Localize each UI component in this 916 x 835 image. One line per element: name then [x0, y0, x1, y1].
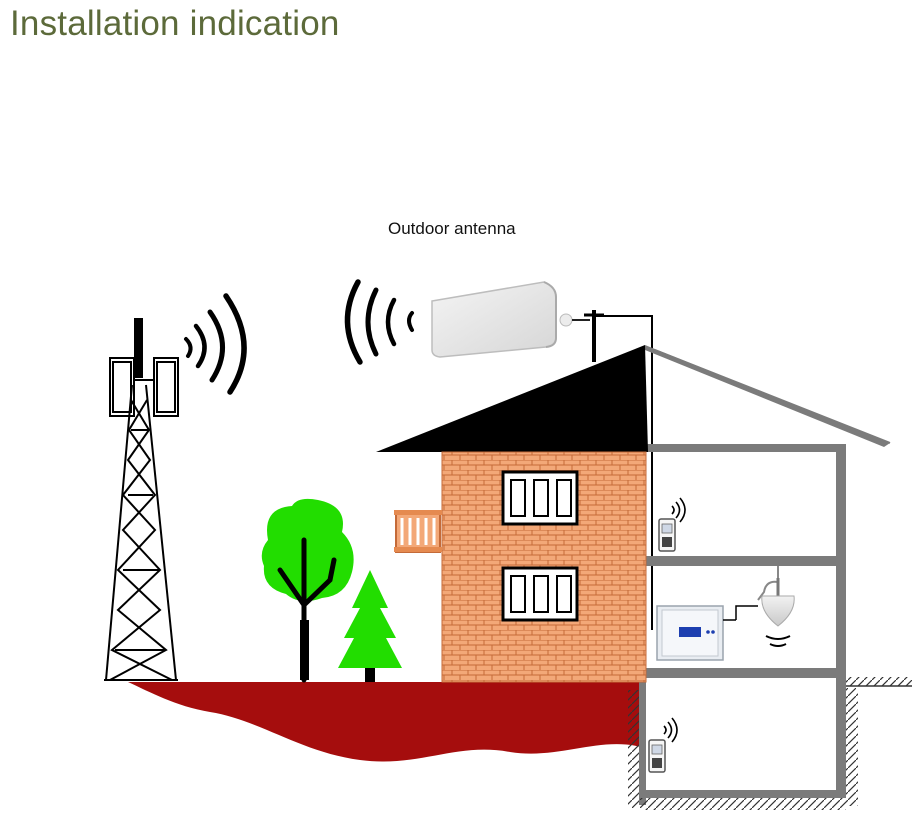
phone-icon — [648, 717, 678, 773]
signal-booster-icon — [656, 605, 758, 661]
tree-icon — [261, 498, 354, 683]
page-title: Installation indication — [10, 4, 340, 43]
ground — [128, 682, 645, 762]
house-interior — [628, 345, 912, 810]
roof — [376, 345, 648, 452]
phone-icon — [658, 497, 686, 552]
cell-tower-icon — [104, 318, 179, 681]
signal-wave-icon — [184, 293, 247, 395]
brick-house — [441, 451, 647, 683]
window-icon — [501, 566, 579, 622]
panel-antenna-icon — [431, 281, 590, 358]
ceiling-antenna-icon — [757, 566, 795, 647]
balcony-icon — [394, 510, 442, 553]
signal-wave-icon — [344, 279, 414, 365]
pine-tree-icon — [338, 570, 402, 682]
antenna-mast — [584, 310, 653, 630]
window-icon — [501, 470, 579, 526]
outdoor-antenna-label: Outdoor antenna — [388, 219, 516, 238]
